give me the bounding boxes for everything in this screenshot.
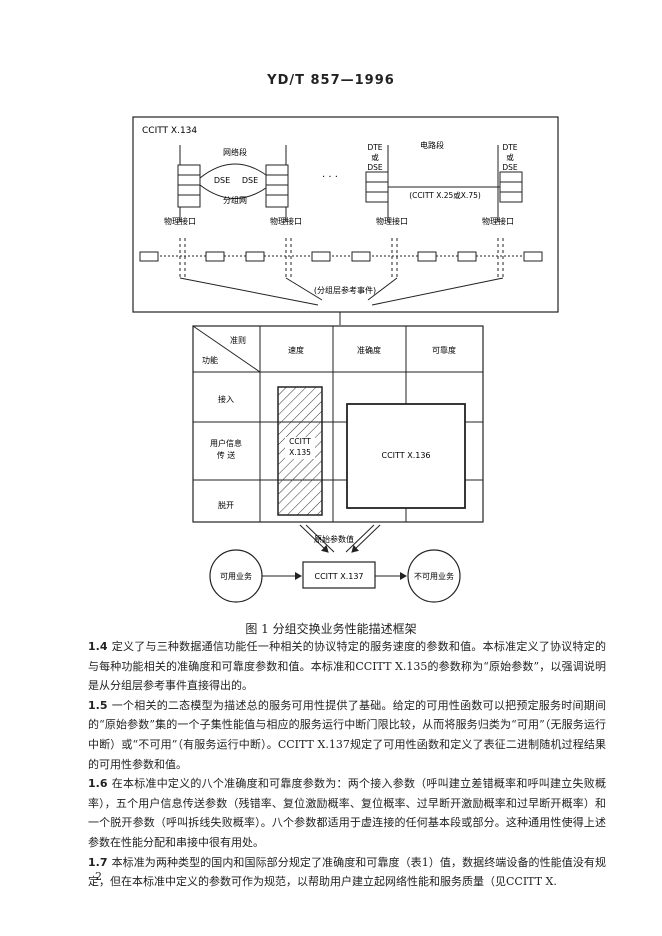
svg-text:不可用业务: 不可用业务 — [414, 571, 454, 581]
svg-text:或: 或 — [371, 152, 379, 162]
dse-left: DSE — [214, 176, 230, 185]
col-reliability: 可靠度 — [432, 345, 456, 355]
unavailable-circle — [407, 549, 461, 603]
svg-text:CCITT X.136: CCITT X.136 — [382, 451, 431, 460]
paragraph-text: 在本标准中定义的八个准确度和可靠度参数为：两个接入参数（呼叫建立差错概率和呼叫建… — [88, 777, 606, 849]
svg-text:CCITT: CCITT — [289, 437, 311, 446]
paragraph-text: 本标准为两种类型的国内和国际部分规定了准确度和可靠度（表1）值，数据终端设备的性… — [88, 855, 606, 889]
paragraph-text: 定义了与三种数据通信功能任一种相关的协议特定的服务速度的参数和值。本标准定义了协… — [88, 640, 606, 693]
top-frame — [132, 116, 559, 313]
network-segment-label: 网络段 — [223, 147, 247, 157]
figure-1: CCITT X.134 网络段 DSE DSE 分组网 · · · 电路段 DT… — [132, 116, 559, 603]
svg-text:DTE: DTE — [502, 143, 517, 152]
packet-ref-events: (分组层参考事件) — [314, 285, 376, 295]
svg-text:DSE: DSE — [502, 163, 518, 172]
x137-box — [302, 561, 376, 589]
paragraph-number: 1.7 — [88, 855, 108, 869]
page-number: 2 — [95, 870, 102, 883]
corner-criteria: 准则 — [230, 335, 246, 345]
top-ref: CCITT X.134 — [142, 126, 197, 136]
ellipsis: · · · — [322, 172, 338, 183]
phys-if-3: 物理接口 — [376, 216, 408, 226]
dse-right: DSE — [242, 176, 258, 185]
phys-if-1: 物理接口 — [164, 216, 196, 226]
corner-function: 功能 — [202, 355, 218, 365]
raw-params-label: 原始参数值 — [314, 534, 354, 544]
phys-if-2: 物理接口 — [270, 216, 302, 226]
packet-network-label: 分组网 — [223, 195, 247, 205]
x136-box — [346, 403, 466, 509]
svg-text:DTE: DTE — [367, 143, 382, 152]
paragraph-number: 1.6 — [88, 777, 108, 791]
circuit-segment-label: 电路段 — [420, 140, 444, 150]
paragraph-number: 1.5 — [88, 698, 108, 712]
svg-text:CCITT X.137: CCITT X.137 — [315, 572, 364, 581]
doc-header: YD/T 857—1996 — [267, 73, 395, 88]
svg-text:DSE: DSE — [367, 163, 383, 172]
figure-caption: 图 1 分组交换业务性能描述框架 — [245, 622, 417, 636]
svg-text:或: 或 — [506, 152, 514, 162]
svg-text:可用业务: 可用业务 — [220, 571, 252, 581]
svg-text:X.135: X.135 — [289, 448, 311, 457]
row-disengage: 脱开 — [218, 500, 234, 510]
function-criteria-table — [192, 325, 484, 523]
row-user-transfer: 用户信息传 送 — [210, 438, 242, 460]
col-accuracy: 准确度 — [357, 345, 381, 355]
paragraph-text: 一个相关的二态模型为描述总的服务可用性提供了基础。给定的可用性函数可以把预定服务… — [88, 698, 606, 771]
paragraph-number: 1.4 — [88, 640, 108, 653]
phys-if-4: 物理接口 — [482, 216, 514, 226]
row-access: 接入 — [218, 394, 234, 404]
reference-event-row — [139, 251, 543, 262]
col-speed: 速度 — [288, 345, 304, 355]
x25-x75-label: (CCITT X.25或X.75) — [409, 190, 481, 200]
